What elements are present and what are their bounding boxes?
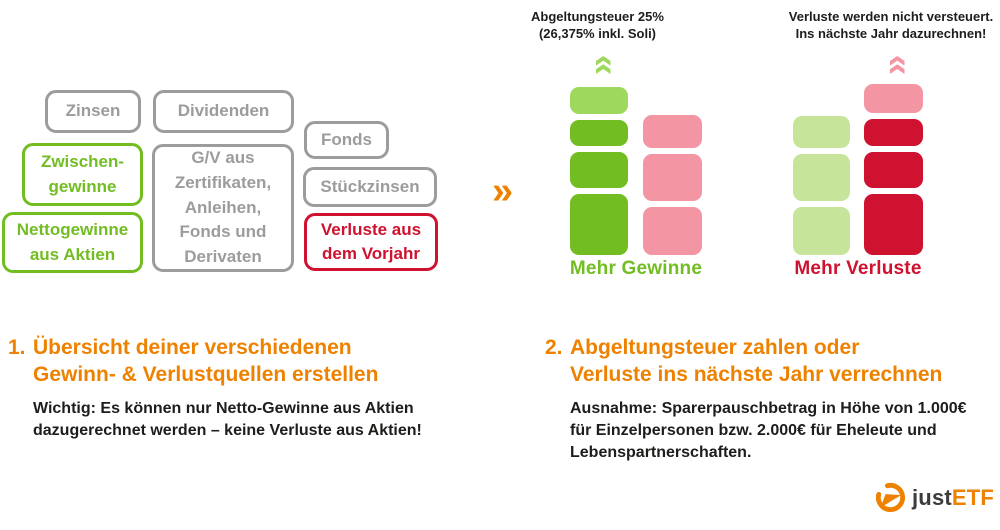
- bar-block: [643, 154, 702, 201]
- step1-heading-text: Übersicht deiner verschiedenen Gewinn- &…: [33, 336, 379, 387]
- bar-block: [793, 154, 850, 201]
- step1-heading: 1. Übersicht deiner verschiedenen Gewinn…: [8, 334, 483, 389]
- bar-block: [793, 116, 850, 148]
- step2-note: Ausnahme: Sparerpauschbetrag in Höhe von…: [570, 399, 967, 461]
- step1-number: 1.: [8, 336, 26, 359]
- step2-heading: 2. Abgeltungsteuer zahlen oder Verluste …: [545, 334, 1000, 389]
- chart-label-mehr-verluste: Mehr Verluste: [794, 258, 922, 279]
- bar-block: [864, 152, 923, 188]
- bar-block: [570, 194, 628, 255]
- step2-number: 2.: [545, 336, 563, 359]
- bar-block: [570, 152, 628, 188]
- step2-section: 2. Abgeltungsteuer zahlen oder Verluste …: [545, 334, 1000, 464]
- bars-gains-green-column: [570, 84, 628, 255]
- double-chevron-up-losses-icon: »: [873, 54, 915, 76]
- bar-block: [570, 87, 628, 114]
- logo-text: justETF: [912, 485, 994, 511]
- bar-block: [643, 115, 702, 148]
- source-box-fonds: Fonds: [304, 121, 389, 159]
- logo-text-just: just: [912, 484, 952, 510]
- logo-gauge-icon: [875, 482, 906, 513]
- double-chevron-right-icon: »: [492, 170, 514, 212]
- chart-label-mehr-gewinne: Mehr Gewinne: [569, 258, 703, 279]
- source-box-gv-zertifikate: G/V aus Zertifikaten, Anleihen, Fonds un…: [152, 144, 294, 272]
- double-chevron-up-gains-icon: »: [579, 54, 621, 76]
- bars-gains-pink-column: [643, 84, 702, 255]
- bars-losses-green-column: [793, 84, 850, 255]
- source-box-verluste-vorjahr: Verluste aus dem Vorjahr: [304, 213, 438, 271]
- source-box-zwischengewinne: Zwischen- gewinne: [22, 143, 143, 206]
- source-box-zinsen: Zinsen: [45, 90, 141, 133]
- source-box-dividenden: Dividenden: [153, 90, 294, 133]
- bar-block: [643, 207, 702, 255]
- source-box-stueckzinsen: Stückzinsen: [303, 167, 437, 207]
- logo-text-etf: ETF: [951, 484, 995, 510]
- bars-losses-red-column: [864, 84, 923, 255]
- step1-note: Wichtig: Es können nur Netto-Gewinne aus…: [33, 399, 422, 439]
- step2-heading-text: Abgeltungsteuer zahlen oder Verluste ins…: [570, 336, 943, 387]
- source-box-nettogewinne-aktien: Nettogewinne aus Aktien: [2, 212, 143, 273]
- justetf-logo: justETF: [874, 481, 994, 514]
- bar-block: [864, 84, 923, 113]
- bar-block: [570, 120, 628, 146]
- bar-block: [793, 207, 850, 255]
- bar-block: [864, 119, 923, 146]
- tax-note-gains: Abgeltungsteuer 25% (26,375% inkl. Soli): [531, 9, 664, 42]
- tax-note-losses: Verluste werden nicht versteuert. Ins nä…: [788, 9, 994, 42]
- bar-block: [864, 194, 923, 255]
- step1-section: 1. Übersicht deiner verschiedenen Gewinn…: [8, 334, 483, 442]
